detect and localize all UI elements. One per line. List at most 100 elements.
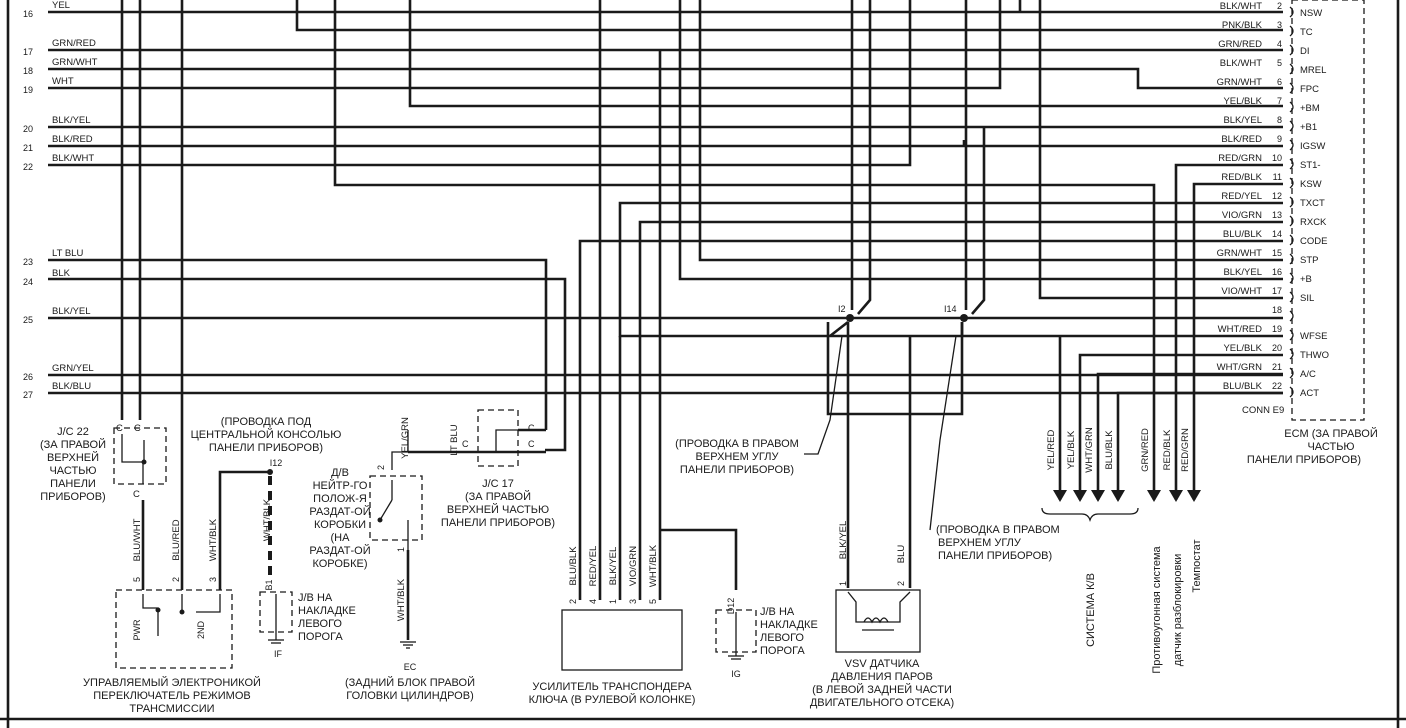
- ecm-signal-name: FPC: [1300, 84, 1319, 95]
- transponder-amp: BLU/BLK 2 RED/YEL 4 BLK/YEL 1 VIO/GRN 3 …: [529, 544, 696, 706]
- ecm-wire-color: GRN/WHT: [1217, 77, 1263, 88]
- ecm-conn-label: CONN E9: [1242, 405, 1284, 416]
- jc22-caption-2: ВЕРХНЕЙ: [47, 451, 99, 464]
- jc17-caption-2: ВЕРХНЕЙ ЧАСТЬЮ: [447, 503, 549, 516]
- ecm-wire-color: PNK/BLK: [1222, 20, 1263, 31]
- jb-right-caption-2: НАКЛАДКЕ: [760, 619, 818, 631]
- wire-blu-blk: [578, 239, 1283, 600]
- vsv-pin-1: 1: [838, 581, 848, 586]
- ecm-pin-terminal: [1289, 139, 1294, 151]
- ecm-pin-terminal: [1289, 25, 1294, 37]
- wire-color-label: GRN/RED: [52, 38, 96, 49]
- jc22-caption-5: ПРИБОРОВ): [40, 491, 105, 503]
- pin-number: 25: [23, 315, 33, 325]
- tp-pin-1: 2: [568, 599, 578, 604]
- ecm-wire-color: WHT/GRN: [1217, 362, 1263, 373]
- ecm-pin-terminal: [1289, 177, 1294, 189]
- jb-right: D12 IG J/B НА НАКЛАДКЕ ЛЕВОГО ПОРОГА: [715, 598, 818, 679]
- ecm-pin-terminal: [1289, 63, 1294, 75]
- vsv-sensor: BLK/YEL 1 BLU 2 VSV ДАТЧИКА ДАВЛЕНИЯ ПАР…: [810, 521, 954, 709]
- trans-switch-box: [115, 589, 233, 669]
- ecm-pin-number: 9: [1277, 134, 1282, 144]
- ecm-wire-color: GRN/WHT: [1217, 248, 1263, 259]
- ecm-pin-number: 16: [1272, 267, 1282, 277]
- ecm-signal-name: +BM: [1300, 103, 1320, 114]
- wire-color-label: BLK/YEL: [52, 306, 91, 317]
- ns-caption-3: ПОЛОЖ-Я: [313, 493, 367, 505]
- arrow-down-icon: [1073, 490, 1087, 502]
- wire-23: [48, 258, 548, 430]
- ecm-signal-name: +B1: [1300, 122, 1317, 133]
- pin-number: 19: [23, 85, 33, 95]
- jc22-title: J/C 22: [57, 426, 89, 438]
- ns-ground-caption-2: ГОЛОВКИ ЦИЛИНДРОВ): [346, 690, 473, 702]
- vsv-inner: [847, 591, 911, 623]
- wire-pnk-blk: [295, 0, 1283, 32]
- ecm-signal-name: A/C: [1300, 369, 1316, 380]
- vsv-wire-2: BLU: [896, 545, 907, 564]
- ns-bot-pin: 1: [396, 547, 406, 552]
- jb-right-caption-1: J/B НА: [760, 606, 795, 618]
- console-note-2: ЦЕНТРАЛЬНОЙ КОНСОЛЬЮ: [191, 428, 342, 441]
- ns-wire-top: [391, 430, 409, 470]
- wire-color-label: YEL: [52, 0, 70, 11]
- vsv-caption-2: ДАВЛЕНИЯ ПАРОВ: [831, 671, 933, 683]
- ecm-wire-color: RED/YEL: [1221, 191, 1262, 202]
- ts-inner-3: [196, 594, 221, 613]
- jb-right-pin: D12: [726, 598, 736, 615]
- jc17-c3: C: [528, 439, 535, 449]
- ecm-signal-name: KSW: [1300, 179, 1322, 190]
- wire-i2-branch: [829, 320, 849, 338]
- wire-blu-blk-22: [1116, 391, 1283, 500]
- ts-2nd: 2ND: [196, 621, 206, 640]
- ecm-pin-terminal: [1289, 329, 1294, 341]
- note-lower-1: (ПРОВОДКА В ПРАВОМ: [936, 524, 1060, 536]
- wire-yel-blk: [408, 0, 1283, 108]
- tp-pin-2: 4: [588, 599, 598, 604]
- ns-box: [369, 475, 423, 541]
- jc22-connector: C C C J/C 22 (ЗА ПРАВОЙ ВЕРХНЕЙ ЧАСТЬЮ П…: [40, 423, 167, 503]
- ecm-wire-color: BLK/WHT: [1220, 58, 1262, 69]
- ecm-wire-color: BLK/YEL: [1223, 267, 1262, 278]
- wire-color-label: BLK/WHT: [52, 153, 94, 164]
- tp-caption-2: КЛЮЧА (В РУЛЕВОЙ КОЛОНКЕ): [529, 693, 696, 706]
- ecm-signal-name: ST1-: [1300, 160, 1321, 171]
- ecm-caption-1: ECM (ЗА ПРАВОЙ: [1284, 427, 1377, 440]
- vsv-caption-1: VSV ДАТЧИКА: [845, 658, 920, 670]
- jc17-caption-1: (ЗА ПРАВОЙ: [465, 490, 531, 503]
- wire-red-grn-2: [1192, 182, 1283, 500]
- jc17-connector: LT BLU C C C J/C 17 (ЗА ПРАВОЙ ВЕРХНЕЙ Ч…: [436, 409, 555, 529]
- ns-node: [377, 517, 383, 523]
- ecm-wire-color: BLU/BLK: [1223, 381, 1263, 392]
- system-label: датчик разблокировки: [1172, 554, 1184, 667]
- jc17-wire: LT BLU: [449, 424, 460, 455]
- ecm-pin-number: 20: [1272, 343, 1282, 353]
- wire-vio-grn: [638, 220, 1283, 600]
- ecm-pin-number: 12: [1272, 191, 1282, 201]
- ecm-pin-terminal: [1289, 386, 1294, 398]
- wire-d12: [660, 528, 738, 590]
- ecm-pin-terminal: [1289, 291, 1294, 303]
- down-wire-label: RED/GRN: [1180, 428, 1191, 472]
- jb-left-caption-1: J/B НА: [298, 592, 333, 604]
- jb-left-pin: B1: [264, 579, 274, 590]
- vsv-pin-2: 2: [896, 581, 906, 586]
- jb-left-caption-3: ЛЕВОГО: [298, 618, 342, 630]
- jb-left-box: [259, 591, 293, 633]
- jb-left-caption-4: ПОРОГА: [298, 631, 343, 643]
- wire-red-blk-up: [333, 0, 1156, 500]
- ecm-wire-color: RED/GRN: [1218, 153, 1262, 164]
- wire-yel-blk-20: [1078, 353, 1283, 500]
- ecm-pin-number: 17: [1272, 286, 1282, 296]
- ns-caption-5: КОРОБКИ: [314, 519, 366, 531]
- pin-number: 16: [23, 9, 33, 19]
- jc17-box: [477, 409, 519, 467]
- system-label: СИСТЕМА К/В: [1085, 573, 1097, 647]
- ts-pwr: PWR: [132, 619, 142, 640]
- ecm-pin-number: 5: [1277, 58, 1282, 68]
- ecm-pin-terminal: [1289, 120, 1294, 132]
- ecm-pin-terminal: [1289, 215, 1294, 227]
